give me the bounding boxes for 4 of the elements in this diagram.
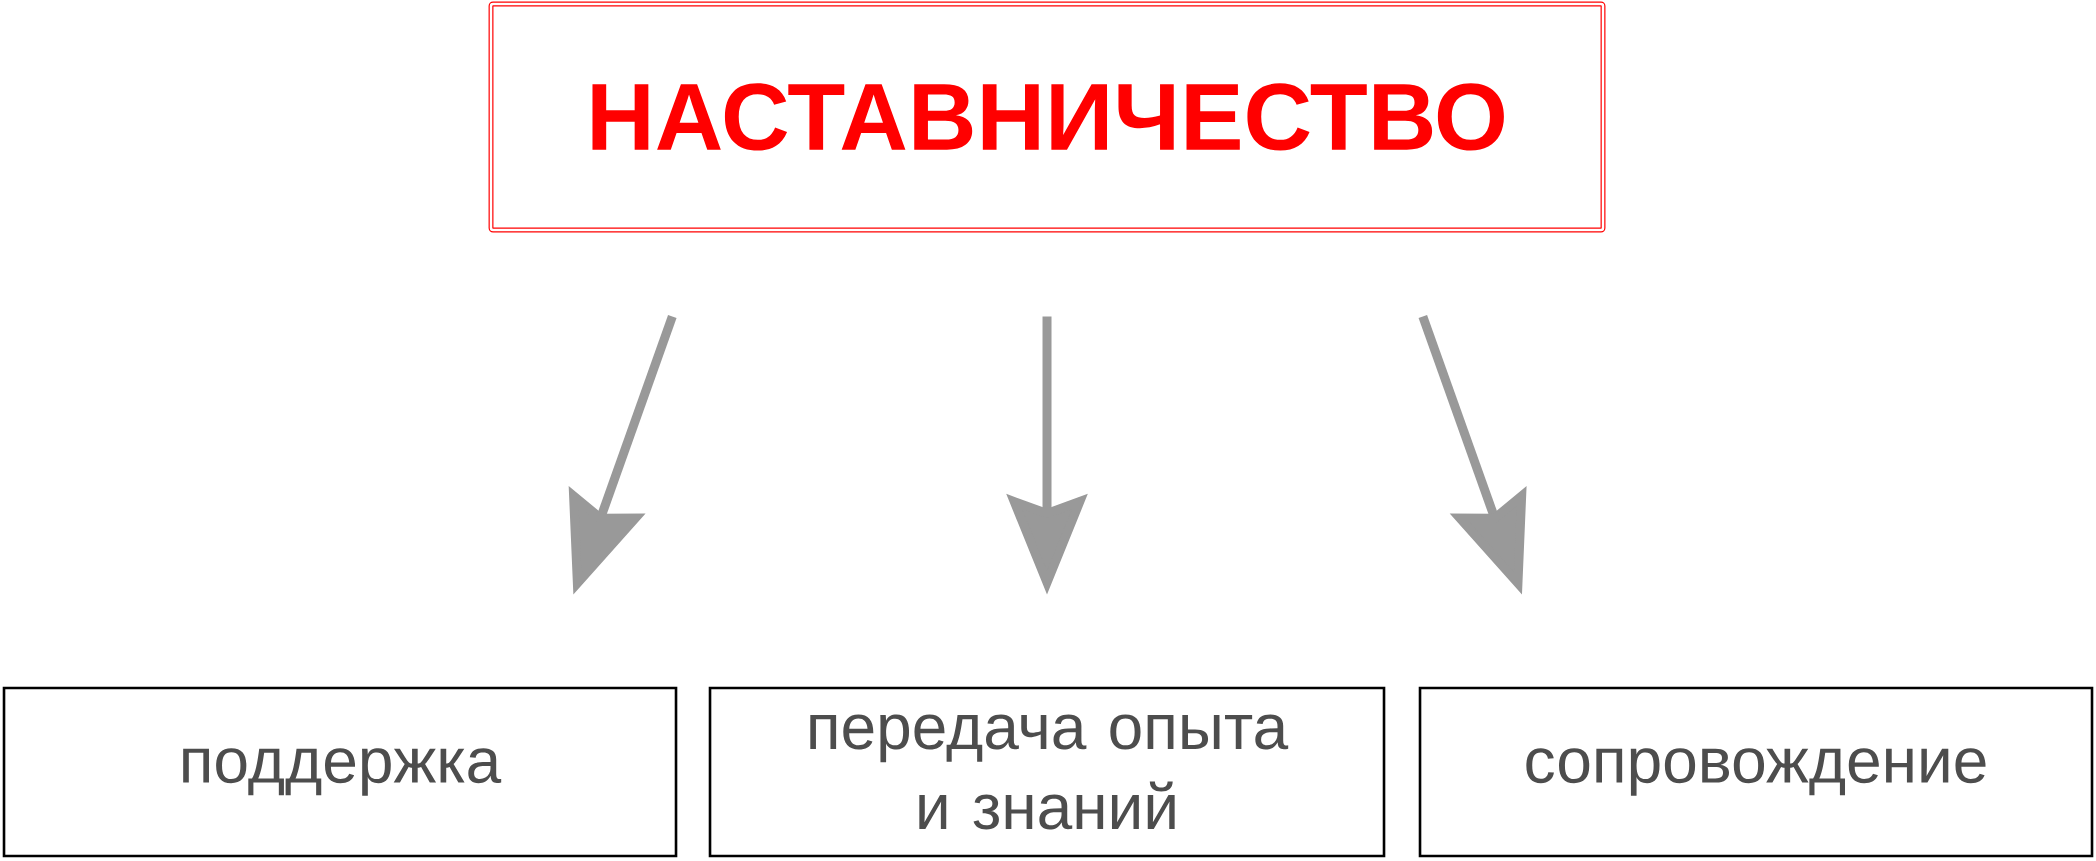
text-box: сопровождение [1418, 686, 2094, 858]
heading-box: НАСТАВНИЧЕСТВО [488, 1, 1606, 233]
text-box: передача опыта и знаний [708, 686, 1386, 858]
text-box: поддержка [2, 686, 678, 858]
